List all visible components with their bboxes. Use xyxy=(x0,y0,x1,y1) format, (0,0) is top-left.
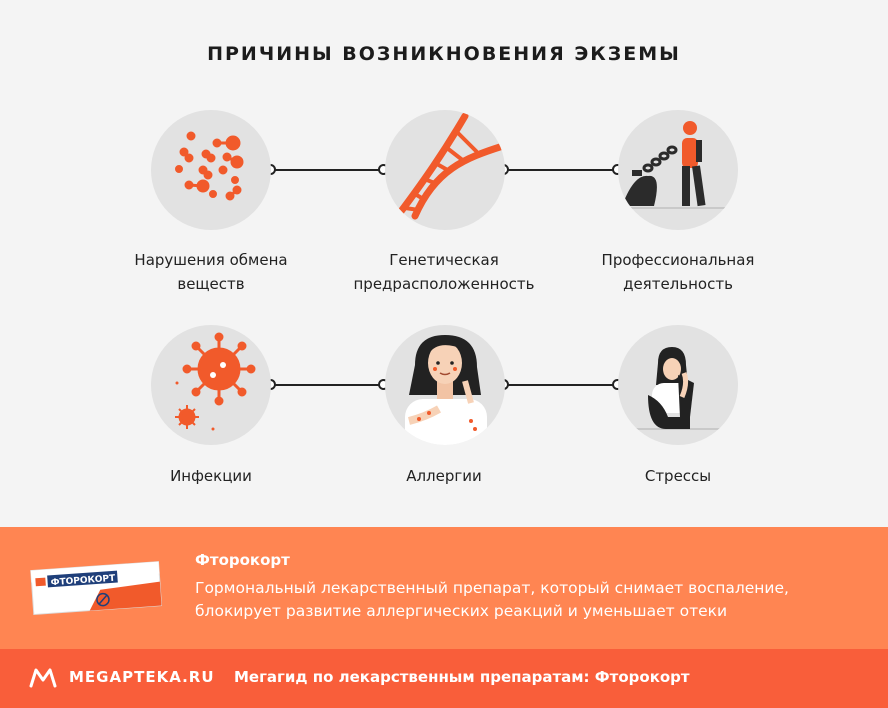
product-package-image: ФТОРОКОРТ xyxy=(28,556,166,620)
cause-allergies-circle xyxy=(385,325,505,445)
cause-genetics-label: Генетическая предрасположенность xyxy=(353,251,535,293)
cause-infections-circle xyxy=(151,325,271,445)
product-package-label: ФТОРОКОРТ xyxy=(50,574,116,589)
footer-bar xyxy=(0,649,888,708)
virus-icon xyxy=(175,332,256,431)
product-name: Фторокорт xyxy=(195,551,290,569)
molecule-icon xyxy=(175,131,244,201)
worker-chain-weight-icon xyxy=(622,121,730,209)
cause-metabolism-label: Нарушения обмена веществ xyxy=(134,251,288,293)
stressed-person-icon xyxy=(628,347,730,430)
cause-occupation-label: Профессиональная деятельность xyxy=(601,251,755,293)
brand-name-link[interactable]: MEGAPTEKA.RU xyxy=(69,668,215,686)
dna-icon xyxy=(389,112,505,226)
cause-allergies-label: Аллергии xyxy=(406,467,482,485)
footer-guide-text: Мегагид по лекарственным препаратам: Фто… xyxy=(234,668,690,686)
cause-stress-label: Стрессы xyxy=(644,467,712,485)
connector-line xyxy=(270,169,384,171)
page-title: ПРИЧИНЫ ВОЗНИКНОВЕНИЯ ЭКЗЕМЫ xyxy=(207,43,681,65)
connector-line xyxy=(270,384,384,386)
cause-occupation-circle xyxy=(618,110,738,230)
megapteka-logo-icon[interactable] xyxy=(28,666,58,694)
connector-line xyxy=(504,169,618,171)
cause-genetics-circle xyxy=(385,110,505,230)
allergic-woman-icon xyxy=(405,335,487,445)
cause-stress-circle xyxy=(618,325,738,445)
cause-metabolism-circle xyxy=(151,110,271,230)
connector-line xyxy=(504,384,618,386)
product-description: Гормональный лекарственный препарат, кот… xyxy=(195,579,789,620)
cause-infections-label: Инфекции xyxy=(170,467,252,485)
